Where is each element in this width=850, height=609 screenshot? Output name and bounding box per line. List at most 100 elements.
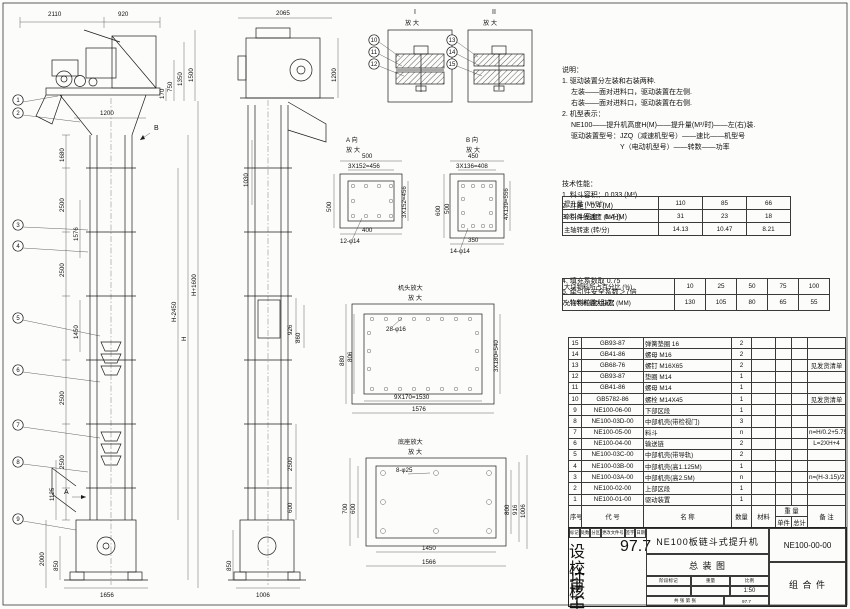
parts-list-row: 9 NE100-06-00 下部区段 1 <box>568 404 846 417</box>
side-view <box>228 17 339 589</box>
dimension-label: 12-φ14 <box>340 238 360 245</box>
dimension-label: 600 <box>350 503 357 514</box>
part-balloon <box>368 34 380 46</box>
particle-value: 50 <box>736 278 768 295</box>
part-balloon-number: 2 <box>16 111 20 117</box>
dimension-label: 850 <box>53 560 60 571</box>
capacity-row: 主轴转速 (转/分) 14.13 10.47 8.21 <box>562 222 791 236</box>
part-balloon <box>446 58 458 70</box>
dimension-label: 2000 <box>39 552 46 566</box>
signature-name <box>595 572 620 589</box>
part-balloon-number: 10 <box>371 38 378 44</box>
dimension-label: 3X152=456 <box>401 186 408 218</box>
dimension-label: 8-φ25 <box>396 467 413 474</box>
part-unit-weight <box>775 359 792 372</box>
part-material <box>751 482 776 495</box>
dimension-label: 放 大 <box>408 448 422 456</box>
dimension-label: 400 <box>362 227 373 234</box>
header-weight: 重 量 <box>775 504 808 518</box>
scale-label: 比例 <box>730 576 769 586</box>
product-title: NE100板链斗式提升机 <box>646 528 769 554</box>
part-material <box>751 348 776 361</box>
dimension-label: H <box>181 337 188 341</box>
particle-value: 55 <box>798 294 830 311</box>
part-note <box>807 370 846 383</box>
part-balloon <box>446 34 458 46</box>
part-material <box>751 493 776 506</box>
dimension-label: 3X180=540 <box>493 340 500 372</box>
part-unit-weight <box>775 404 792 417</box>
parts-list-row: 4 NE100-03B-00 中部机壳(高1.125M) 1 <box>568 460 846 473</box>
dimension-label: H+1600 <box>191 274 198 296</box>
part-material <box>751 471 776 484</box>
parts-list-row: 2 NE100-02-00 上部区段 1 <box>568 482 846 495</box>
part-code: NE100-03C-00 <box>581 448 644 462</box>
note-line: Y（电动机型号）——转数——功率 <box>562 144 730 151</box>
parts-list-row: 8 NE100-03D-00 中部机壳(带检视门) 3 <box>568 415 846 428</box>
part-qty: 2 <box>731 336 752 350</box>
part-qty: n <box>731 471 752 484</box>
dimension-label: 2065 <box>276 10 290 17</box>
part-name: 上部区段 <box>643 482 732 495</box>
dimension-label: 2500 <box>59 198 66 212</box>
part-note: 见发货清单 <box>807 359 846 372</box>
part-material <box>751 437 776 450</box>
detail-view-a <box>333 160 409 241</box>
dimension-label: 450 <box>468 153 479 160</box>
part-total-weight <box>791 437 808 450</box>
part-number: 8 <box>568 415 582 428</box>
header-unit-weight: 单件 <box>775 515 792 529</box>
part-material <box>751 359 776 372</box>
dimension-label: 920 <box>118 11 129 18</box>
particle-value: 65 <box>767 294 799 311</box>
part-unit-weight <box>775 392 792 406</box>
part-unit-weight <box>775 336 792 350</box>
dimension-label: 600 <box>287 502 294 513</box>
dimension-label: 机头放大 <box>398 284 423 292</box>
revision-header-cell: 更改文件号 <box>601 528 625 538</box>
dimension-label: 2500 <box>59 455 66 469</box>
capacity-row: 提升量 (M³/时) 110 85 66 <box>562 196 791 210</box>
particle-value: 105 <box>705 294 737 311</box>
particle-value: 25 <box>705 278 737 295</box>
part-number: 7 <box>568 426 582 439</box>
part-number: 12 <box>568 370 582 383</box>
dimension-label: 1450 <box>73 325 80 339</box>
revision-header-row: 标记处数分区更改文件号签字日期 <box>569 528 647 538</box>
part-unit-weight <box>775 493 792 506</box>
dimension-label: 1125 <box>49 487 56 501</box>
signature-date <box>620 572 646 589</box>
particle-value: 130 <box>674 294 706 311</box>
part-unit-weight <box>775 460 792 473</box>
part-balloon-number: 8 <box>16 460 20 466</box>
part-unit-weight <box>775 471 792 484</box>
part-material <box>751 460 776 473</box>
part-qty: 1 <box>731 493 752 506</box>
dimension-label: 1450 <box>422 545 436 552</box>
dimension-label: 2500 <box>59 391 66 405</box>
capacity-value: 66 <box>746 196 791 210</box>
part-name: 弹簧垫圈 16 <box>643 336 732 350</box>
part-number: 2 <box>568 482 582 495</box>
part-number: 9 <box>568 404 582 417</box>
part-number: 11 <box>568 381 582 394</box>
part-balloon-number: 5 <box>16 316 20 322</box>
part-number: 4 <box>568 460 582 473</box>
dimension-label: 放 大 <box>405 19 419 27</box>
dimension-label: 1576 <box>73 227 80 241</box>
part-balloon <box>12 513 24 525</box>
parts-list-header: 序号 代 号 名 称 数量 材料 重 量 备 注 <box>568 504 846 529</box>
header-total-weight: 总计 <box>791 515 808 529</box>
part-number: 15 <box>568 336 582 350</box>
part-balloon <box>12 312 24 324</box>
detail-view-b <box>443 160 511 251</box>
particle-row: 允许物料最大块度 (MM) 130 105 80 65 55 <box>562 294 830 311</box>
part-code: GB93-87 <box>581 336 644 350</box>
parts-list-row: 13 GB68-76 螺钉 M16X65 2 见发货清单 <box>568 359 846 372</box>
capacity-value: 8.21 <box>746 222 791 236</box>
part-total-weight <box>791 415 808 428</box>
parts-list-row: 15 GB93-87 弹簧垫圈 16 2 <box>568 336 846 350</box>
particle-row: 大块物料所占百分比 (%) 10 25 50 75 100 <box>562 278 830 295</box>
part-note <box>807 493 846 506</box>
